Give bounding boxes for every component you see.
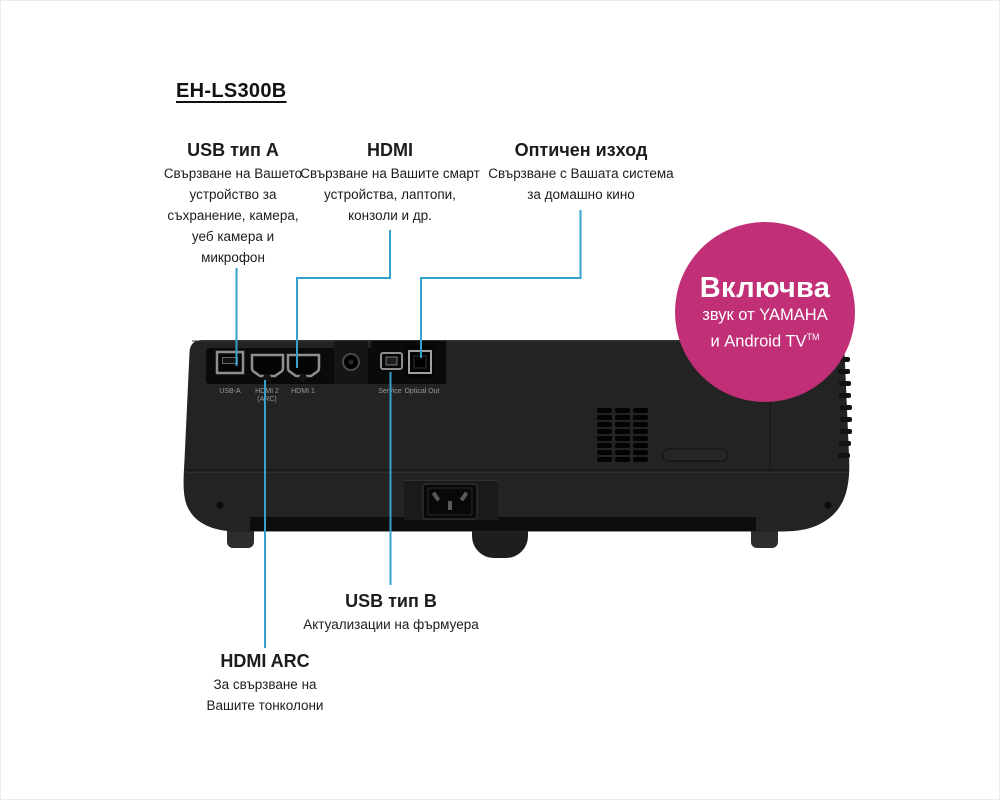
service-port [380, 352, 403, 370]
page-title: EH-LS300B [176, 80, 287, 102]
callout-hdmi: HDMI Свързване на Вашите смарт устройств… [280, 139, 500, 226]
hdmi2-port-label: HDMI 2 [255, 388, 279, 395]
usb-a-port [215, 350, 245, 375]
power-pins [431, 491, 469, 510]
callout-usb-type-a-heading: USB тип A [187, 140, 279, 160]
callout-optical-out: Оптичен изход Свързване с Вашата система… [471, 139, 691, 205]
callout-optical-out-heading: Оптичен изход [514, 140, 648, 160]
hdmi1-port-label: HDMI 1 [291, 388, 315, 395]
callout-usb-type-a-description: Свързване на Вашето устройство за съхран… [163, 166, 303, 265]
feature-badge-line2: звук от YAMAHA [702, 305, 828, 324]
optical-out-port-label: Optical Out [404, 388, 439, 395]
callout-hdmi-heading: HDMI [367, 140, 413, 160]
usb-a-port-label: USB-A [219, 388, 241, 395]
callout-lines [235, 210, 582, 648]
left-screw [216, 501, 224, 509]
callout-usb-type-b-description: Актуализации на фърмуера [303, 617, 479, 632]
callout-hdmi-description: Свързване на Вашите смарт устройства, ла… [300, 166, 480, 223]
callout-usb-type-a: USB тип A Свързване на Вашето устройство… [123, 139, 343, 268]
bottom-strip [250, 517, 756, 531]
side-vent-ribs [838, 357, 852, 458]
feature-badge-title: Включва [699, 271, 831, 304]
hdmi1-port [286, 353, 321, 382]
audio-jack-port [342, 353, 360, 371]
callout-hdmi-arc-heading: HDMI ARC [220, 651, 310, 671]
callout-hdmi-arc: HDMI ARC За свързване на Вашите тонколон… [155, 650, 375, 716]
trademark-symbol: TM [806, 331, 820, 342]
vent-grille [597, 408, 648, 462]
callout-optical-out-description: Свързване с Вашата система за домашно ки… [488, 166, 674, 202]
power-inlet [404, 480, 498, 520]
hdmi-callout-line [296, 230, 391, 368]
optical-out-callout-line [420, 210, 582, 358]
feature-badge-line3: и Android TVTM [710, 331, 820, 351]
callout-hdmi-arc-description: За свързване на Вашите тонколони [206, 677, 324, 713]
label-plate [662, 448, 728, 462]
feature-badge: Включва звук от YAMAHA и Android TVTM [675, 222, 855, 402]
right-screw [824, 501, 832, 509]
ports [215, 346, 435, 382]
projector-body [183, 340, 850, 532]
callout-usb-type-b: USB тип B Актуализации на фърмуера [281, 590, 501, 635]
callout-usb-type-b-heading: USB тип B [345, 591, 437, 611]
hdmi2-arc-sublabel: (ARC) [257, 396, 276, 403]
